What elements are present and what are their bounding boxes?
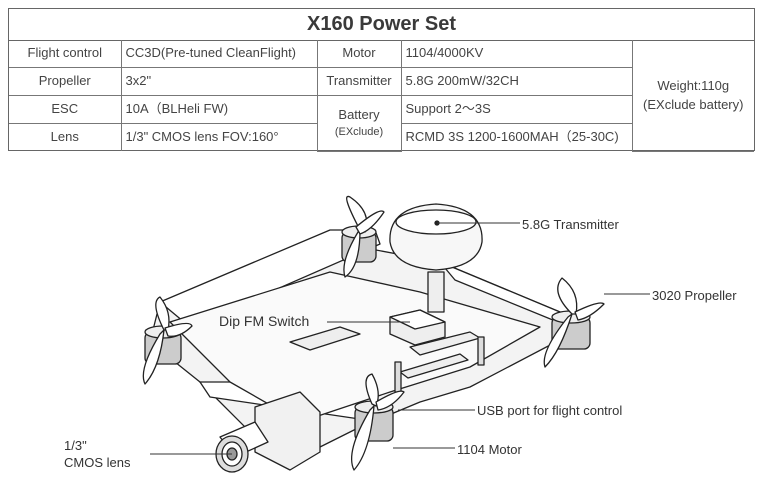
spec-title: X160 Power Set [9, 9, 754, 41]
callout-lens-line2: CMOS lens [64, 455, 131, 470]
weight-cell: Weight:110g (EXclude battery) [631, 40, 754, 152]
battery-label: Battery [338, 106, 380, 122]
battery-value-1: Support 2～3S [400, 94, 632, 124]
callout-propeller: 3020 Propeller [652, 288, 737, 303]
callout-motor: 1104 Motor [457, 442, 522, 457]
transmitter-value: 5.8G 200mW/32CH [400, 66, 632, 96]
propeller-label: Propeller [9, 66, 122, 96]
esc-value: 10A（BLHeli FW) [120, 94, 318, 124]
weight-note: (EXclude battery) [643, 96, 744, 112]
callout-lens-line1: 1/3" [64, 438, 87, 453]
flight-control-label: Flight control [9, 40, 122, 68]
esc-label: ESC [9, 94, 122, 124]
spec-table: X160 Power Set Flight control CC3D(Pre-t… [8, 8, 755, 152]
callout-usb-port: USB port for flight control [477, 403, 623, 418]
motor-value: 1104/4000KV [400, 40, 633, 68]
spec-grid: Flight control CC3D(Pre-tuned CleanFligh… [9, 40, 754, 152]
weight-value: Weight:110g [657, 77, 730, 93]
battery-value-2: RCMD 3S 1200-1600MAH（25-30C) [400, 122, 632, 151]
lens-value: 1/3" CMOS lens FOV:160° [120, 122, 318, 151]
drone-illustration: 5.8G Transmitter 3020 Propeller Dip FM S… [0, 152, 766, 489]
callout-dip-switch: Dip FM Switch [219, 313, 310, 329]
flight-control-value: CC3D(Pre-tuned CleanFlight) [120, 40, 318, 68]
quadcopter-drawing-icon [142, 195, 650, 473]
motor-label: Motor [316, 40, 402, 68]
callout-transmitter: 5.8G Transmitter [522, 217, 619, 232]
propeller-value: 3x2" [120, 66, 318, 96]
transmitter-label: Transmitter [316, 66, 402, 96]
battery-label-cell: Battery (EXclude) [316, 94, 402, 152]
battery-sub: (EXclude) [334, 125, 384, 138]
lens-label: Lens [9, 122, 122, 151]
